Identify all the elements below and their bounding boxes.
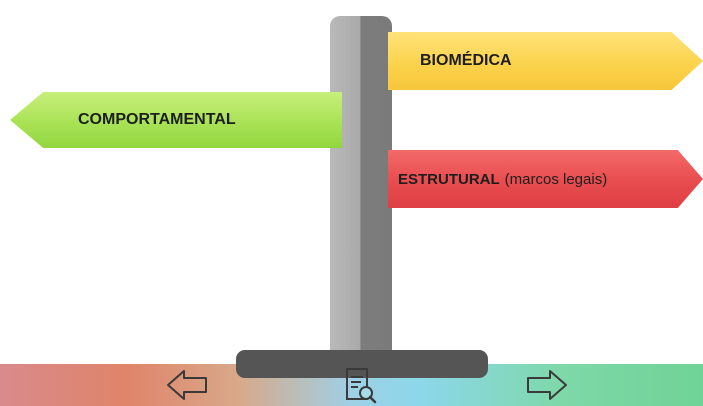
previous-button[interactable] [164,364,210,406]
sign-biomedica: BIOMÉDICA [388,32,703,90]
arrow-left-icon [167,370,207,400]
arrow-right-icon [527,370,567,400]
signpost-base [236,350,488,378]
sign-biomedica-label: BIOMÉDICA [420,52,512,69]
document-search-icon [346,368,377,404]
next-button[interactable] [524,364,570,406]
search-document-button[interactable] [337,364,383,406]
sign-comportamental-label: COMPORTAMENTAL [78,111,236,128]
sign-comportamental: COMPORTAMENTAL [10,92,342,148]
sign-estrutural-note: (marcos legais) [504,170,608,188]
sign-estrutural: ESTRUTURAL (marcos legais) [388,150,703,208]
signpost-pole [330,16,392,356]
sign-estrutural-label: ESTRUTURAL [398,170,500,188]
